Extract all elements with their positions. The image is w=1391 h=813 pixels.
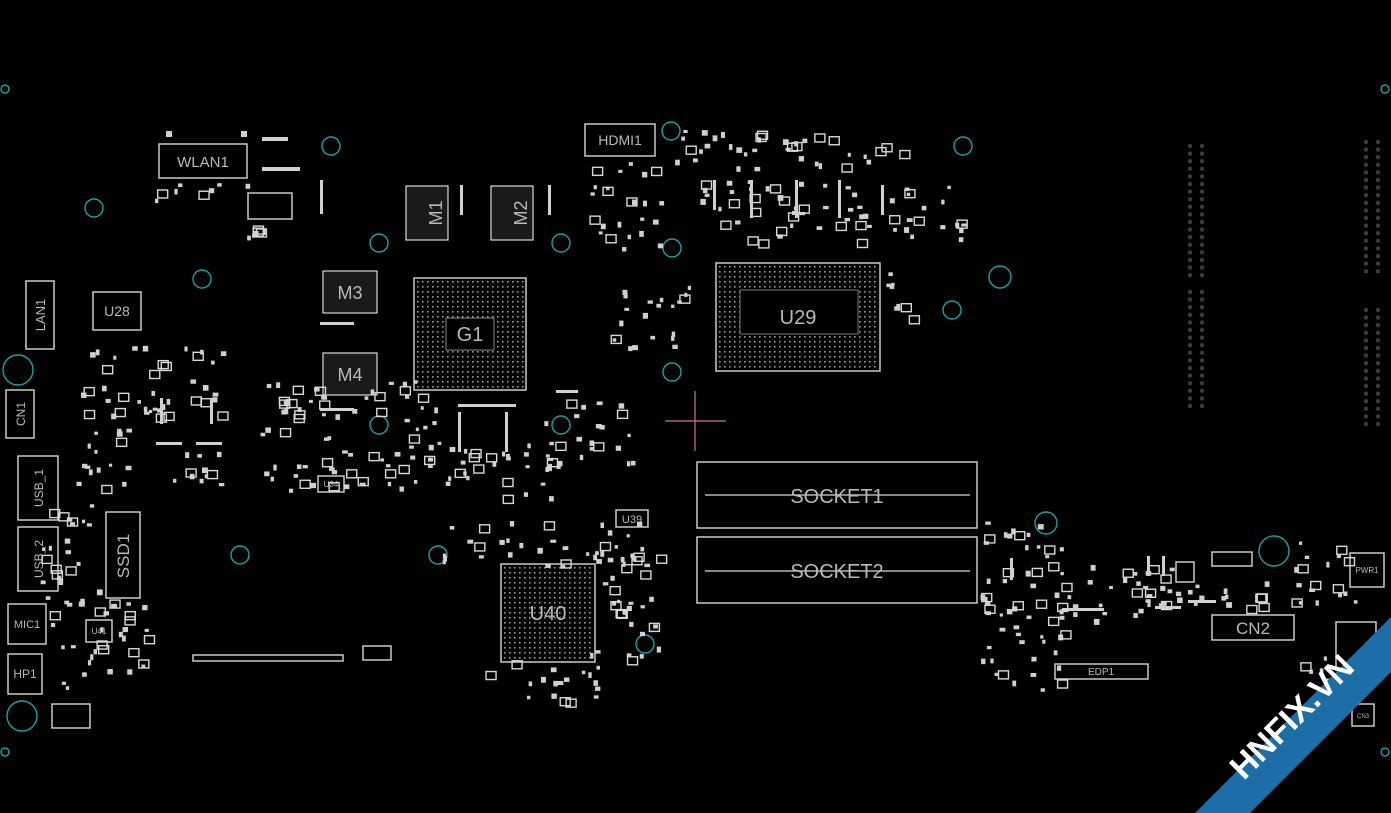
- connector-cn1[interactable]: CN1: [5, 389, 35, 439]
- crosshair-cursor: [665, 391, 726, 451]
- u40-label: U40: [530, 603, 567, 625]
- power-connector[interactable]: PWR1: [1349, 552, 1385, 588]
- u41-label: U41: [92, 627, 107, 636]
- mic-label: MIC1: [14, 619, 40, 631]
- gpu-g1[interactable]: G1: [413, 277, 527, 391]
- inductor-m3[interactable]: M3: [322, 270, 378, 314]
- pwr-label: PWR1: [1355, 566, 1379, 575]
- mount-hole: [988, 265, 1012, 289]
- mount-hole: [321, 136, 341, 156]
- connector-cn2[interactable]: CN2: [1211, 614, 1295, 641]
- mount-hole: [661, 121, 681, 141]
- inductor-m1[interactable]: M1: [405, 185, 449, 241]
- mount-hole: [635, 634, 655, 654]
- edp-label: EDP1: [1088, 667, 1115, 678]
- chip-u28[interactable]: U28: [92, 291, 142, 331]
- cn2-label: CN2: [1236, 619, 1270, 638]
- chip-u39[interactable]: U39: [615, 509, 649, 528]
- edp-connector[interactable]: EDP1: [1054, 663, 1149, 680]
- mounting-holes: [0, 84, 1390, 757]
- u28-label: U28: [104, 303, 130, 319]
- memory-socket-2[interactable]: SOCKET2: [696, 536, 978, 604]
- mount-hole: [1034, 511, 1058, 535]
- mic-jack[interactable]: MIC1: [7, 603, 47, 645]
- mount-hole: [942, 300, 962, 320]
- edge-connector-pads: [1187, 139, 1381, 427]
- inductor-m4[interactable]: M4: [322, 352, 378, 396]
- mount-hole: [192, 269, 212, 289]
- mount-hole: [0, 747, 10, 757]
- m3-label: M3: [337, 283, 362, 303]
- u34-label: U34: [324, 480, 339, 489]
- mount-hole: [953, 136, 973, 156]
- hdmi-connector[interactable]: HDMI1: [584, 123, 656, 157]
- smd-components: [40, 130, 1358, 708]
- usb-port-1[interactable]: USB_1: [17, 455, 59, 521]
- mount-hole: [551, 415, 571, 435]
- mount-hole: [369, 233, 389, 253]
- connector-cn3[interactable]: CN3: [1351, 703, 1375, 727]
- chip-u34[interactable]: U34: [317, 475, 345, 493]
- usb2-label: USB_2: [32, 540, 46, 578]
- memory-socket-1[interactable]: SOCKET1: [696, 461, 978, 529]
- mount-hole: [369, 415, 389, 435]
- mount-hole: [84, 198, 104, 218]
- hp-label: HP1: [13, 667, 37, 681]
- usb1-label: USB_1: [32, 469, 46, 507]
- socket2-label: SOCKET2: [790, 561, 883, 583]
- mount-hole: [1380, 84, 1390, 94]
- wlan-label: WLAN1: [177, 154, 229, 171]
- mount-hole: [551, 233, 571, 253]
- mount-hole: [2, 354, 34, 386]
- m2-label: M2: [511, 200, 531, 225]
- lan-connector[interactable]: LAN1: [25, 280, 55, 350]
- socket1-label: SOCKET1: [790, 486, 883, 508]
- m4-label: M4: [337, 365, 362, 385]
- ssd-label: SSD1: [114, 534, 133, 578]
- lan-label: LAN1: [33, 299, 48, 332]
- cn1-label: CN1: [14, 402, 28, 426]
- mount-hole: [0, 84, 10, 94]
- wlan-module[interactable]: WLAN1: [158, 143, 248, 179]
- m1-label: M1: [426, 200, 446, 225]
- mount-hole: [662, 238, 682, 258]
- chip-u41[interactable]: U41: [85, 619, 113, 643]
- inductor-m2[interactable]: M2: [490, 185, 534, 241]
- mount-hole: [1380, 747, 1390, 757]
- mount-hole: [230, 545, 250, 565]
- cpu-u29[interactable]: U29: [715, 262, 881, 372]
- g1-label: G1: [457, 324, 484, 346]
- mount-hole: [662, 362, 682, 382]
- u29-label: U29: [780, 307, 817, 329]
- ssd-connector[interactable]: SSD1: [105, 511, 141, 599]
- headphone-jack[interactable]: HP1: [7, 653, 43, 695]
- mount-hole: [6, 700, 38, 732]
- mount-hole: [428, 545, 448, 565]
- cn3-label: CN3: [1357, 714, 1370, 720]
- hdmi-label: HDMI1: [598, 132, 642, 148]
- mount-hole: [1258, 535, 1290, 567]
- pch-u40[interactable]: U40: [500, 563, 596, 663]
